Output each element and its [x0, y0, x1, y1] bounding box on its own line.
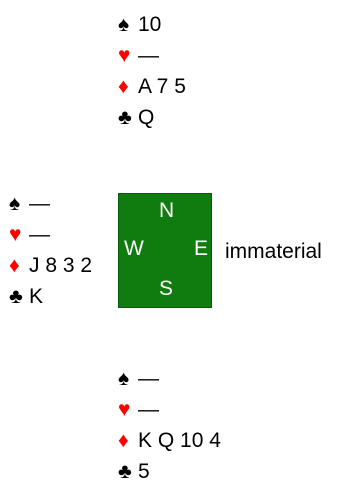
- north-hearts-line: ♥—: [118, 40, 186, 71]
- south-diamonds-line: ♦ K Q 10 4: [118, 425, 221, 456]
- south-hearts-holding: —: [138, 398, 159, 421]
- spade-icon: ♠: [9, 192, 21, 215]
- heart-icon: ♥: [118, 44, 131, 67]
- south-hand: ♠— ♥— ♦K Q 10 4 ♣5: [118, 363, 221, 487]
- south-diamonds-holding: K Q 10 4: [138, 429, 221, 452]
- club-icon: ♣: [118, 106, 132, 129]
- west-clubs-holding: K: [29, 285, 44, 308]
- west-hand: ♠— ♥— ♦J 8 3 2 ♣K: [9, 188, 92, 312]
- south-spades-line: ♠—: [118, 363, 221, 394]
- north-clubs-line: ♣Q: [118, 102, 186, 133]
- spade-icon: ♠: [118, 367, 130, 390]
- north-hand: ♠10 ♥— ♦A 7 5 ♣Q: [118, 9, 186, 133]
- compass-table: N W E S: [118, 193, 212, 308]
- south-clubs-holding: 5: [138, 460, 150, 483]
- heart-icon: ♥: [9, 223, 22, 246]
- club-icon: ♣: [118, 460, 132, 483]
- north-diamonds-holding: A 7 5: [138, 75, 186, 98]
- diamond-icon: ♦: [118, 429, 129, 452]
- west-spades-holding: —: [29, 192, 50, 215]
- diamond-icon: ♦: [118, 75, 129, 98]
- north-hearts-holding: —: [138, 44, 159, 67]
- north-diamonds-line: ♦ A 7 5: [118, 71, 186, 102]
- compass-north-label: N: [159, 199, 175, 222]
- spade-icon: ♠: [118, 13, 130, 36]
- club-icon: ♣: [9, 285, 23, 308]
- south-hearts-line: ♥—: [118, 394, 221, 425]
- north-clubs-holding: Q: [138, 106, 155, 129]
- diamond-icon: ♦: [9, 254, 20, 277]
- compass-east-label: E: [194, 237, 209, 260]
- compass-south-label: S: [159, 277, 174, 300]
- west-hearts-holding: —: [29, 223, 50, 246]
- west-diamonds-holding: J 8 3 2: [29, 254, 93, 277]
- compass-west-label: W: [124, 237, 144, 260]
- heart-icon: ♥: [118, 398, 131, 421]
- east-hand-note: immaterial: [225, 240, 322, 263]
- south-spades-holding: —: [138, 367, 159, 390]
- west-clubs-line: ♣K: [9, 281, 92, 312]
- west-hearts-line: ♥—: [9, 219, 92, 250]
- north-spades-line: ♠ 10: [118, 9, 186, 40]
- west-spades-line: ♠—: [9, 188, 92, 219]
- north-spades-holding: 10: [138, 13, 162, 36]
- west-diamonds-line: ♦ J 8 3 2: [9, 250, 92, 281]
- south-clubs-line: ♣5: [118, 456, 221, 487]
